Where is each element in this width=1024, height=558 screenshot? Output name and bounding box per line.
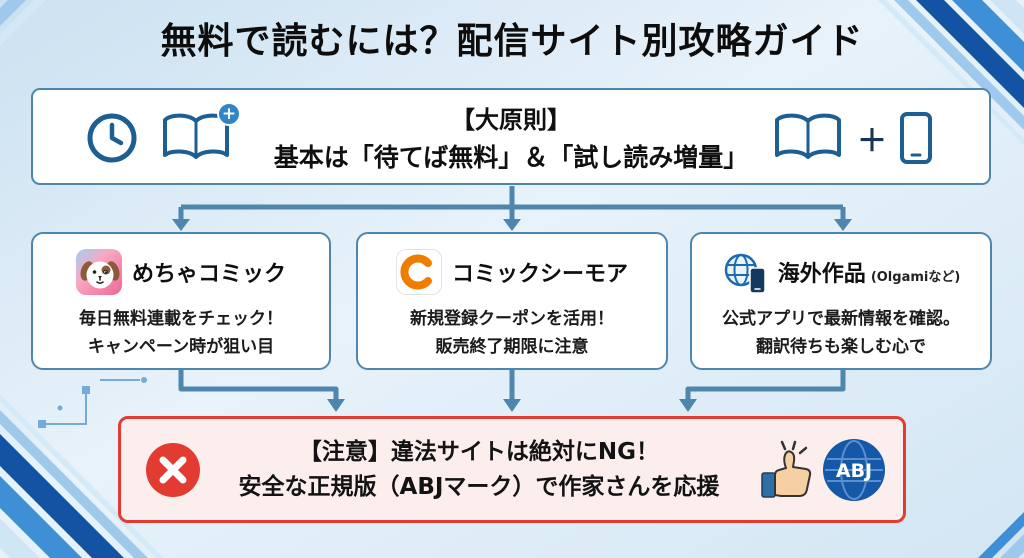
- open-book-plus-icon: +: [159, 102, 241, 166]
- tip-line: 公式アプリで最新情報を確認。: [722, 309, 960, 329]
- plus-sign: ＋: [857, 124, 887, 159]
- site-card-overseas: 海外作品 (Olgamiなど) 公式アプリで最新情報を確認。 翻訳待ちも楽しむ心…: [690, 232, 992, 370]
- site-tips: 毎日無料連載をチェック！ キャンペーン時が狙い目: [33, 306, 329, 361]
- card-header: コミックシーモア: [358, 249, 666, 295]
- principle-right-icons: ＋: [771, 110, 933, 166]
- circuit-trace-bottom-left: [44, 379, 140, 425]
- card-header: 海外作品 (Olgamiなど): [692, 249, 990, 295]
- tip-line: 毎日無料連載をチェック！: [79, 309, 283, 329]
- card-header: めちゃコミック: [33, 249, 329, 295]
- principle-body: 基本は「待てば無料」＆「試し読み増量」: [273, 142, 749, 172]
- open-book-icon: [163, 113, 229, 159]
- site-card-cmoa: コミックシーモア 新規登録クーポンを活用！ 販売終了期限に注意: [356, 232, 668, 370]
- site-card-mechacomic: めちゃコミック 毎日無料連載をチェック！ キャンペーン時が狙い目: [31, 232, 331, 370]
- warning-right-icons: ABJ: [757, 437, 887, 503]
- corner-decoration-top-left: [0, 0, 46, 46]
- site-name: コミックシーモア: [451, 262, 628, 287]
- abj-mark-icon: ABJ: [823, 438, 885, 501]
- warning-line1: 【注意】違法サイトは絶対にNG！: [298, 439, 660, 465]
- site-tips: 新規登録クーポンを活用！ 販売終了期限に注意: [358, 306, 666, 361]
- site-name: めちゃコミック: [131, 262, 286, 287]
- thumbs-up-icon: [761, 440, 812, 498]
- corner-decoration-top-right: [846, 0, 1024, 146]
- clock-icon: [87, 113, 137, 163]
- abj-label: ABJ: [836, 460, 872, 482]
- warning-line2: 安全な正規版（ABJマーク）で作家さんを応援: [238, 473, 720, 500]
- site-name: 海外作品: [777, 262, 866, 287]
- red-x-circle-icon: [145, 442, 201, 498]
- corner-decoration-bottom-right: [978, 512, 1024, 558]
- tip-line: 翻訳待ちも楽しむ心で: [756, 336, 926, 357]
- mechacomic-dog-app-icon: [75, 249, 122, 295]
- globe-phone-icon: [722, 249, 768, 295]
- principle-box: + 【大原則】 基本は「待てば無料」＆「試し読み増量」 ＋: [31, 88, 991, 185]
- principle-left-icons: +: [85, 102, 241, 166]
- principle-heading: 【大原則】: [451, 105, 571, 134]
- tip-line: キャンペーン時が狙い目: [87, 336, 275, 357]
- plus-badge-icon: +: [217, 102, 241, 126]
- open-book-icon: [775, 113, 841, 159]
- site-tips: 公式アプリで最新情報を確認。 翻訳待ちも楽しむ心で: [692, 306, 990, 361]
- tip-line: 販売終了期限に注意: [435, 336, 589, 357]
- page-title: 無料で読むには？配信サイト別攻略ガイド: [160, 21, 864, 62]
- tip-line: 新規登録クーポンを活用！: [410, 309, 614, 329]
- principle-text: 【大原則】 基本は「待てば無料」＆「試し読み増量」: [33, 90, 989, 183]
- site-name-note: (Olgamiなど): [870, 270, 961, 285]
- cmoa-c-app-icon: [395, 249, 442, 295]
- smartphone-icon: [900, 112, 932, 164]
- warning-text: 【注意】違法サイトは絶対にNG！ 安全な正規版（ABJマーク）で作家さんを応援: [201, 435, 757, 504]
- warning-box: 【注意】違法サイトは絶対にNG！ 安全な正規版（ABJマーク）で作家さんを応援 …: [118, 416, 906, 523]
